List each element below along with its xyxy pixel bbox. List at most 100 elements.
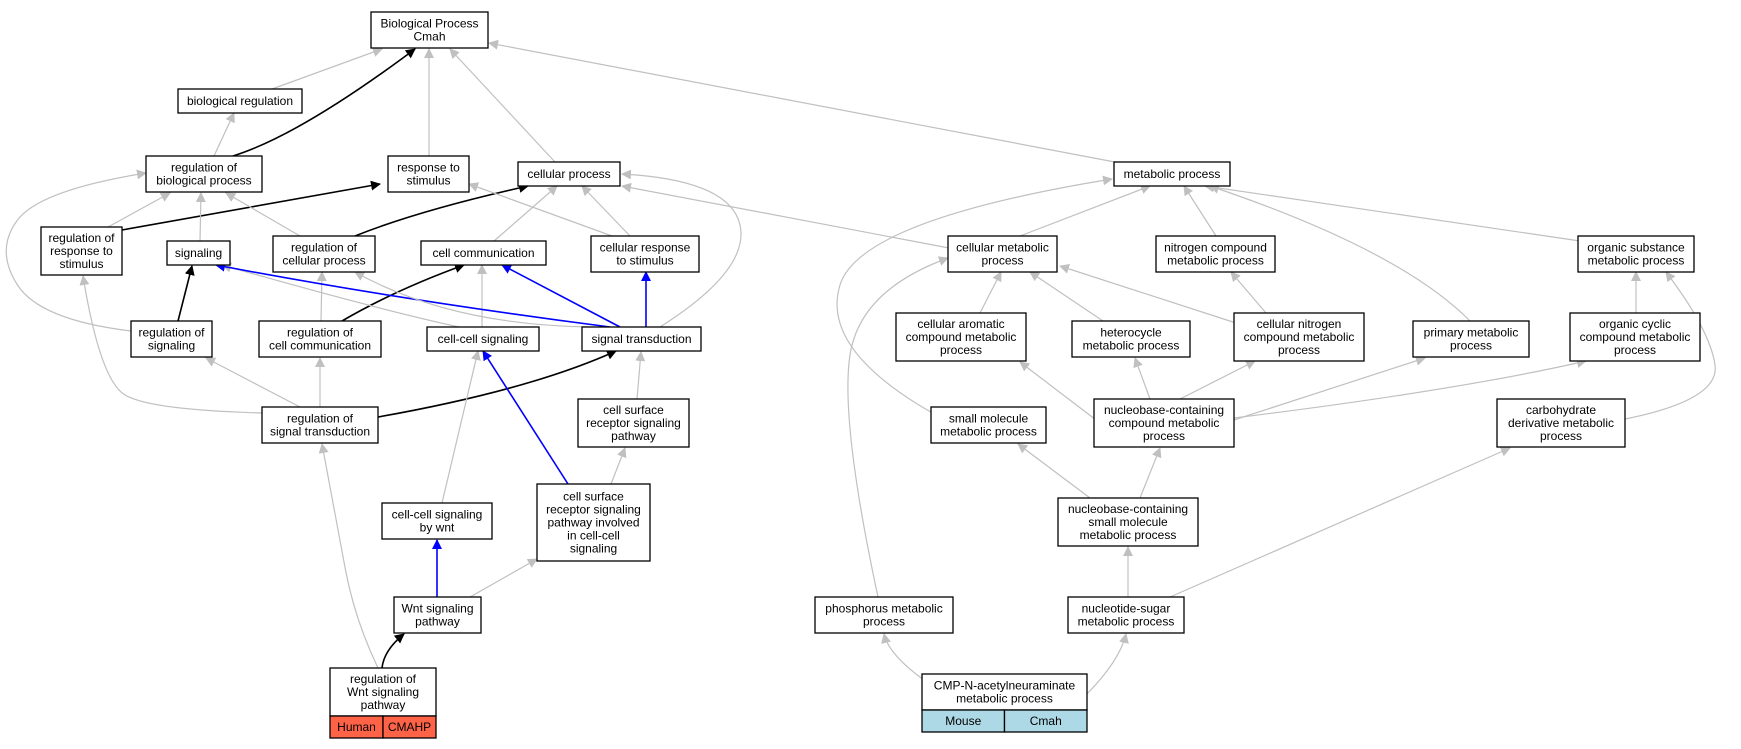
node-label-line: response to bbox=[397, 161, 460, 175]
node-label-line: cell-cell signaling bbox=[438, 332, 529, 346]
edge-csrsp_cc-to-ccsig bbox=[482, 350, 569, 485]
node-label-line: cell communication bbox=[432, 246, 534, 260]
node-label-line: to stimulus bbox=[616, 254, 673, 268]
node-label-line: process bbox=[1540, 429, 1582, 443]
node-box bbox=[590, 235, 700, 273]
edge-cellnitro-to-nitro bbox=[1230, 271, 1267, 314]
node-box bbox=[930, 406, 1047, 444]
species-badge-box bbox=[382, 715, 437, 739]
node-label-line: regulation of bbox=[287, 412, 354, 426]
node-label-line: derivative metabolic bbox=[1508, 416, 1614, 430]
edge-sigtrans-to-regcp bbox=[354, 271, 591, 328]
node-ccsig[interactable]: cell-cell signaling bbox=[426, 326, 540, 352]
node-label-line: cellular process bbox=[527, 167, 610, 181]
edge-biolreg-to-bp bbox=[271, 47, 383, 90]
node-box bbox=[536, 483, 651, 562]
edge-regcc-to-regcp bbox=[316, 271, 327, 322]
node-biolreg[interactable]: biological regulation bbox=[177, 88, 303, 114]
edge-regbp-to-bp bbox=[232, 48, 416, 157]
node-label-line: CMP-N-acetylneuraminate bbox=[934, 679, 1076, 693]
node-metab[interactable]: metabolic process bbox=[1113, 161, 1231, 187]
node-label-line: pathway involved bbox=[547, 516, 639, 530]
edge-nbcomp-to-orgcyc bbox=[1233, 358, 1587, 419]
node-label-line: cellular process bbox=[282, 254, 365, 268]
edge-regresp-to-regbp bbox=[107, 192, 171, 228]
node-label-line: biological regulation bbox=[187, 94, 293, 108]
node-sigtrans[interactable]: signal transduction bbox=[581, 326, 702, 352]
node-label-line: process bbox=[1450, 339, 1492, 353]
node-box bbox=[272, 235, 376, 273]
edge-cellresp-to-cellproc bbox=[581, 185, 631, 237]
node-label-line: stimulus bbox=[406, 174, 450, 188]
node-label-line: small molecule bbox=[949, 412, 1029, 426]
node-label-line: cell surface bbox=[603, 403, 664, 417]
node-box bbox=[370, 11, 489, 49]
node-label-line: nitrogen compound bbox=[1164, 241, 1267, 255]
edge-csrsp-to-sigtrans bbox=[635, 351, 646, 400]
node-label-line: pathway bbox=[361, 698, 406, 712]
node-label-line: receptor signaling bbox=[586, 416, 681, 430]
edge-regbp-to-biolreg bbox=[213, 112, 235, 157]
node-label-line: nucleobase-containing bbox=[1104, 403, 1224, 417]
node-label-line: regulation of bbox=[350, 672, 417, 686]
node-box bbox=[426, 326, 540, 352]
node-cellproc[interactable]: cellular process bbox=[517, 161, 621, 187]
edge-regst-to-regsig bbox=[205, 357, 301, 408]
node-label-line: Wnt signaling bbox=[401, 602, 473, 616]
node-label-line: signaling bbox=[148, 339, 195, 353]
node-box bbox=[895, 312, 1027, 362]
node-box bbox=[1412, 320, 1530, 358]
edge-orgsub-to-metab bbox=[1204, 182, 1581, 242]
node-label-line: Biological Process bbox=[380, 17, 478, 31]
node-label-line: compound metabolic bbox=[1244, 330, 1355, 344]
node-label-line: metabolic process bbox=[956, 692, 1053, 706]
node-label-line: regulation of bbox=[291, 241, 358, 255]
node-box bbox=[381, 502, 493, 540]
edge-metab-to-bp bbox=[488, 39, 1121, 164]
node-label-line: compound metabolic bbox=[1109, 416, 1220, 430]
node-label-line: receptor signaling bbox=[546, 503, 641, 517]
node-box bbox=[577, 398, 690, 448]
edge-cellmet-to-cellproc bbox=[621, 182, 950, 249]
edge-regst-to-regresp bbox=[79, 275, 263, 414]
node-label-line: signal transduction bbox=[591, 332, 691, 346]
node-label-line: cell communication bbox=[269, 339, 371, 353]
node-label-line: pathway bbox=[611, 429, 656, 443]
edge-nitro-to-metab bbox=[1183, 185, 1217, 237]
node-label-line: pathway bbox=[415, 615, 460, 629]
node-cellcomm[interactable]: cell communication bbox=[420, 240, 547, 266]
node-signaling[interactable]: signaling bbox=[166, 240, 231, 266]
node-label-line: Cmah bbox=[413, 30, 445, 44]
edge-regst-to-sigtrans bbox=[377, 350, 617, 418]
node-label-line: organic cyclic bbox=[1599, 317, 1671, 331]
